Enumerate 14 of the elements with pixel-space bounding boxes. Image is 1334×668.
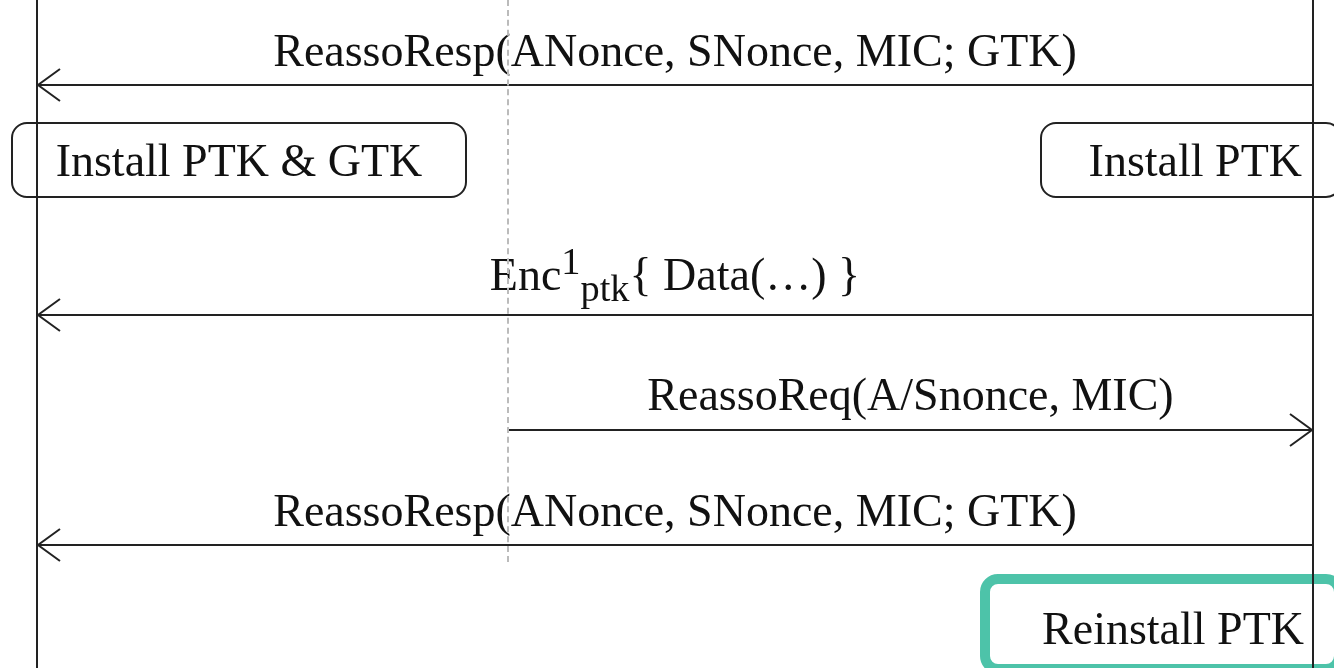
message-label: ReassoResp(ANonce, SNonce, MIC; GTK) (273, 28, 1077, 74)
message-label: Enc$^{1}$$_{ptk}${ Data(…) } (489, 242, 861, 307)
highlighted-state-box: Reinstall PTK (980, 574, 1334, 668)
message-arrow (37, 298, 1313, 332)
state-box: Install PTK & GTK (11, 122, 467, 198)
lifeline (1312, 0, 1314, 668)
lifeline (36, 0, 38, 668)
dashed-lifeline (507, 0, 509, 562)
message-label: ReassoResp(ANonce, SNonce, MIC; GTK) (273, 488, 1077, 534)
message-label: ReassoReq(A/Snonce, MIC) (647, 372, 1174, 418)
state-box: Install PTK (1040, 122, 1334, 198)
message-arrow (37, 528, 1313, 562)
message-arrow (508, 413, 1313, 447)
message-arrow (37, 68, 1313, 102)
